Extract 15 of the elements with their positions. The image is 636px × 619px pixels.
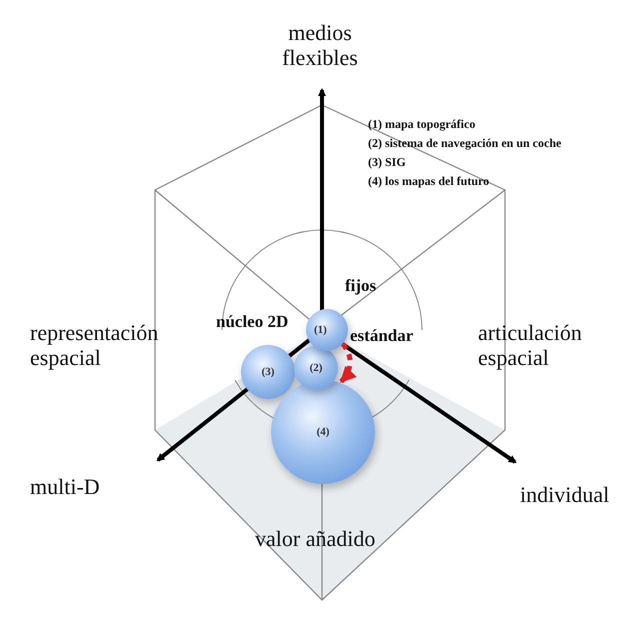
legend-text: (2) sistema de navegación en un coche	[368, 137, 562, 151]
axis-label: individual	[520, 482, 610, 508]
sphere: (1)	[306, 309, 348, 351]
arrow	[338, 342, 357, 385]
axis-label: representación espacial	[30, 320, 160, 371]
pole-label: estándar	[350, 326, 414, 346]
pole-label: núcleo 2D	[216, 312, 288, 332]
axis-label: medios flexibles	[281, 20, 359, 71]
axis-label: multi-D	[30, 474, 100, 500]
axis-label: articulación espacial	[478, 320, 583, 371]
legend-text: (4) los mapas del futuro	[368, 175, 490, 189]
pole-label: fijos	[345, 276, 376, 296]
axis-label: valor añadido	[255, 526, 376, 552]
legend-text: (3) SIG	[368, 156, 406, 170]
legend-text: (1) mapa topográfico	[368, 118, 476, 132]
